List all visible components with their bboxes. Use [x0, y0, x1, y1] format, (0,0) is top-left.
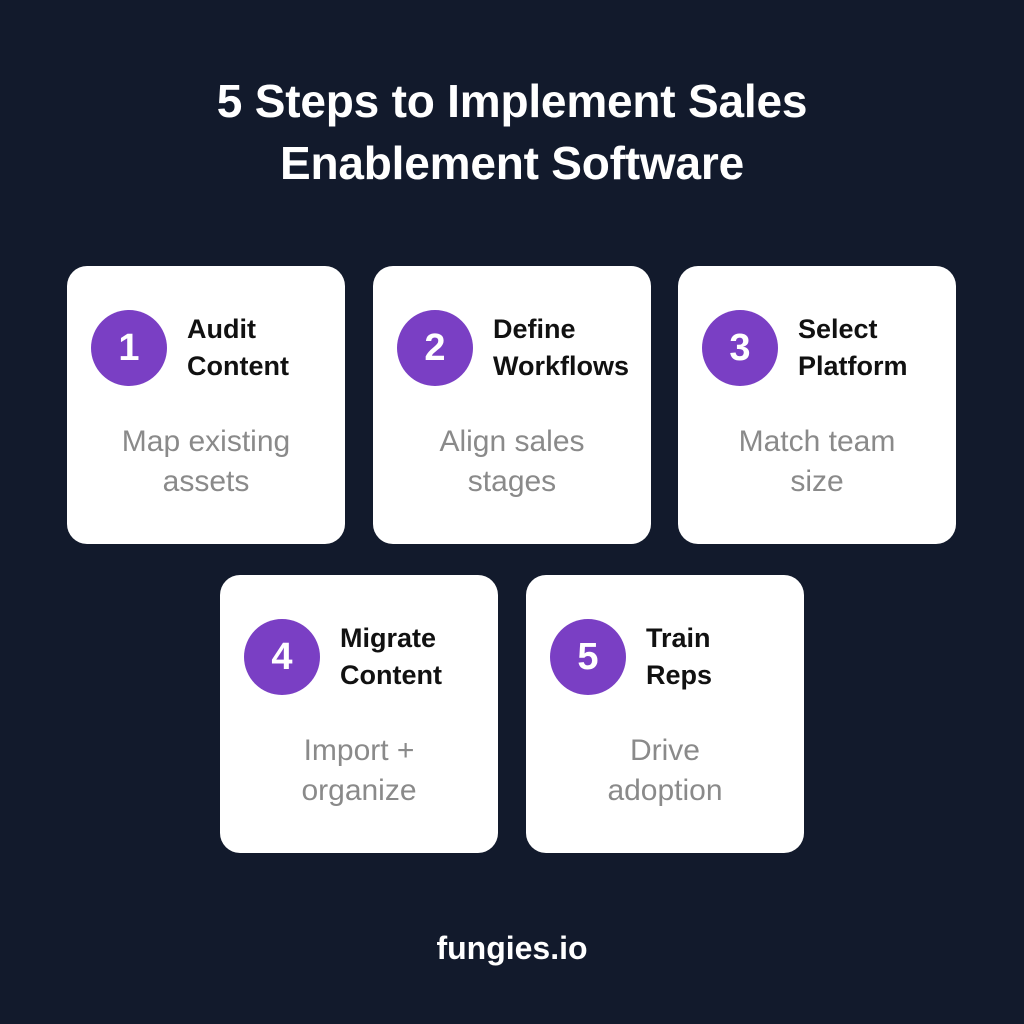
step-description: Map existing assets [67, 422, 345, 502]
step-title-line-2: Workflows [493, 351, 630, 381]
step-description: Drive adoption [526, 731, 804, 811]
step-number-badge: 3 [702, 310, 778, 386]
page-title-line-2: Enablement Software [280, 137, 744, 189]
step-title: Migrate Content [340, 620, 442, 694]
step-number-badge: 1 [91, 310, 167, 386]
step-description: Align sales stages [373, 422, 651, 502]
step-title: Define Workflows [493, 311, 629, 385]
step-title: Select Platform [798, 311, 908, 385]
step-description-line-1: Map existing [121, 425, 291, 458]
step-description-line-2: size [790, 465, 844, 498]
step-description: Import + organize [220, 731, 498, 811]
step-description-line-1: Import + [303, 734, 415, 767]
step-title-line-2: Content [187, 351, 289, 381]
step-title-line-1: Migrate [340, 623, 437, 653]
step-number-badge: 2 [397, 310, 473, 386]
step-title-line-1: Train [646, 623, 711, 653]
step-title-line-2: Reps [646, 660, 713, 690]
step-title-line-1: Audit [187, 314, 256, 344]
step-card-header: 3 Select Platform [702, 310, 908, 386]
step-description-line-2: organize [301, 774, 417, 807]
step-description: Match team size [678, 422, 956, 502]
step-card-1: 1 Audit Content Map existing assets [67, 266, 345, 544]
step-card-header: 2 Define Workflows [397, 310, 629, 386]
step-number-badge: 4 [244, 619, 320, 695]
step-description-line-1: Match team [738, 425, 896, 458]
step-card-3: 3 Select Platform Match team size [678, 266, 956, 544]
step-title-line-2: Content [340, 660, 442, 690]
step-description-line-1: Drive [629, 734, 700, 767]
step-card-4: 4 Migrate Content Import + organize [220, 575, 498, 853]
step-title-line-1: Select [798, 314, 878, 344]
step-title-line-1: Define [493, 314, 576, 344]
page-title-line-1: 5 Steps to Implement Sales [216, 75, 808, 127]
step-title: Train Reps [646, 620, 712, 694]
step-card-2: 2 Define Workflows Align sales stages [373, 266, 651, 544]
step-card-5: 5 Train Reps Drive adoption [526, 575, 804, 853]
step-card-header: 5 Train Reps [550, 619, 712, 695]
brand-footer: fungies.io [436, 930, 588, 966]
step-description-line-2: adoption [607, 774, 723, 807]
step-title-line-2: Platform [798, 351, 908, 381]
step-description-line-2: stages [467, 465, 557, 498]
page-title: 5 Steps to Implement Sales Enablement So… [0, 70, 1024, 194]
step-number-badge: 5 [550, 619, 626, 695]
step-card-header: 1 Audit Content [91, 310, 289, 386]
step-description-line-1: Align sales [439, 425, 585, 458]
step-title: Audit Content [187, 311, 289, 385]
step-description-line-2: assets [162, 465, 250, 498]
step-card-header: 4 Migrate Content [244, 619, 442, 695]
